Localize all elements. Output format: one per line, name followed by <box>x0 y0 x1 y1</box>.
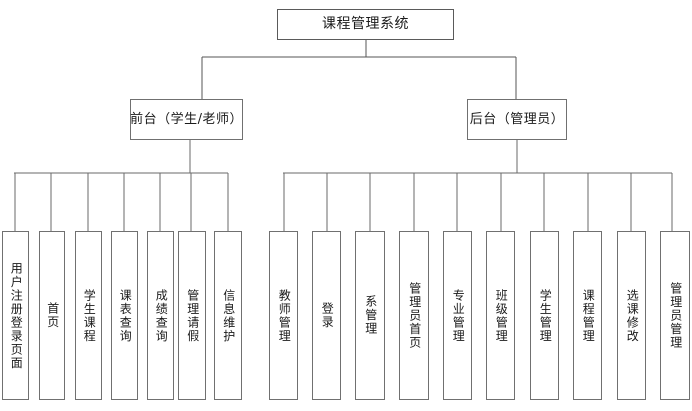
leaf-label: 信息维护 <box>221 288 236 343</box>
leaf-admin-management[interactable]: 管理员管理 <box>660 231 690 400</box>
leaf-label: 管理员管理 <box>668 281 683 350</box>
leaf-label: 选课修改 <box>625 288 640 343</box>
node-branch-frontend[interactable]: 前台（学生/老师） <box>130 99 243 140</box>
leaf-grade-query[interactable]: 成绩查询 <box>147 231 174 400</box>
leaf-course-selection-modify[interactable]: 选课修改 <box>617 231 646 400</box>
leaf-timetable-query[interactable]: 课表查询 <box>111 231 138 400</box>
leaf-class-management[interactable]: 班级管理 <box>486 231 515 400</box>
leaf-label: 课表查询 <box>118 288 133 343</box>
leaf-student-management[interactable]: 学生管理 <box>530 231 559 400</box>
leaf-course-management[interactable]: 课程管理 <box>573 231 602 400</box>
leaf-label: 成绩查询 <box>154 288 169 343</box>
leaf-label: 学生管理 <box>538 288 553 343</box>
node-root-label: 课程管理系统 <box>322 16 409 33</box>
leaf-label: 专业管理 <box>451 288 466 343</box>
leaf-department-management[interactable]: 系管理 <box>355 231 385 400</box>
leaf-label: 教师管理 <box>277 288 292 343</box>
root-to-branch-connectors <box>201 40 517 99</box>
leaf-home-page[interactable]: 首页 <box>39 231 65 400</box>
leaf-label: 学生课程 <box>82 288 97 343</box>
leaf-major-management[interactable]: 专业管理 <box>443 231 472 400</box>
leaf-label: 首页 <box>45 302 60 329</box>
leaf-teacher-management[interactable]: 教师管理 <box>269 231 298 400</box>
node-branch-backend[interactable]: 后台（管理员） <box>467 99 567 140</box>
leaf-label: 管理员首页 <box>407 281 422 350</box>
node-root-course-management-system[interactable]: 课程管理系统 <box>277 9 454 40</box>
leaf-label: 管理请假 <box>185 288 200 343</box>
leaf-label: 系管理 <box>363 295 378 336</box>
leaf-student-course[interactable]: 学生课程 <box>75 231 102 400</box>
leaf-leave-management[interactable]: 管理请假 <box>178 231 206 400</box>
leaf-label: 用户注册登录页面 <box>9 261 24 370</box>
leaf-label: 登录 <box>320 302 335 329</box>
node-branch-frontend-label: 前台（学生/老师） <box>130 111 243 127</box>
leaf-information-maintenance[interactable]: 信息维护 <box>214 231 242 400</box>
backend-branch-connectors <box>283 140 673 231</box>
frontend-branch-connectors <box>14 140 229 231</box>
leaf-user-register-login-page[interactable]: 用户注册登录页面 <box>2 231 29 400</box>
leaf-label: 课程管理 <box>581 288 596 343</box>
leaf-admin-home-page[interactable]: 管理员首页 <box>399 231 429 400</box>
leaf-login[interactable]: 登录 <box>312 231 341 400</box>
leaf-label: 班级管理 <box>494 288 509 343</box>
node-branch-backend-label: 后台（管理员） <box>469 111 565 127</box>
